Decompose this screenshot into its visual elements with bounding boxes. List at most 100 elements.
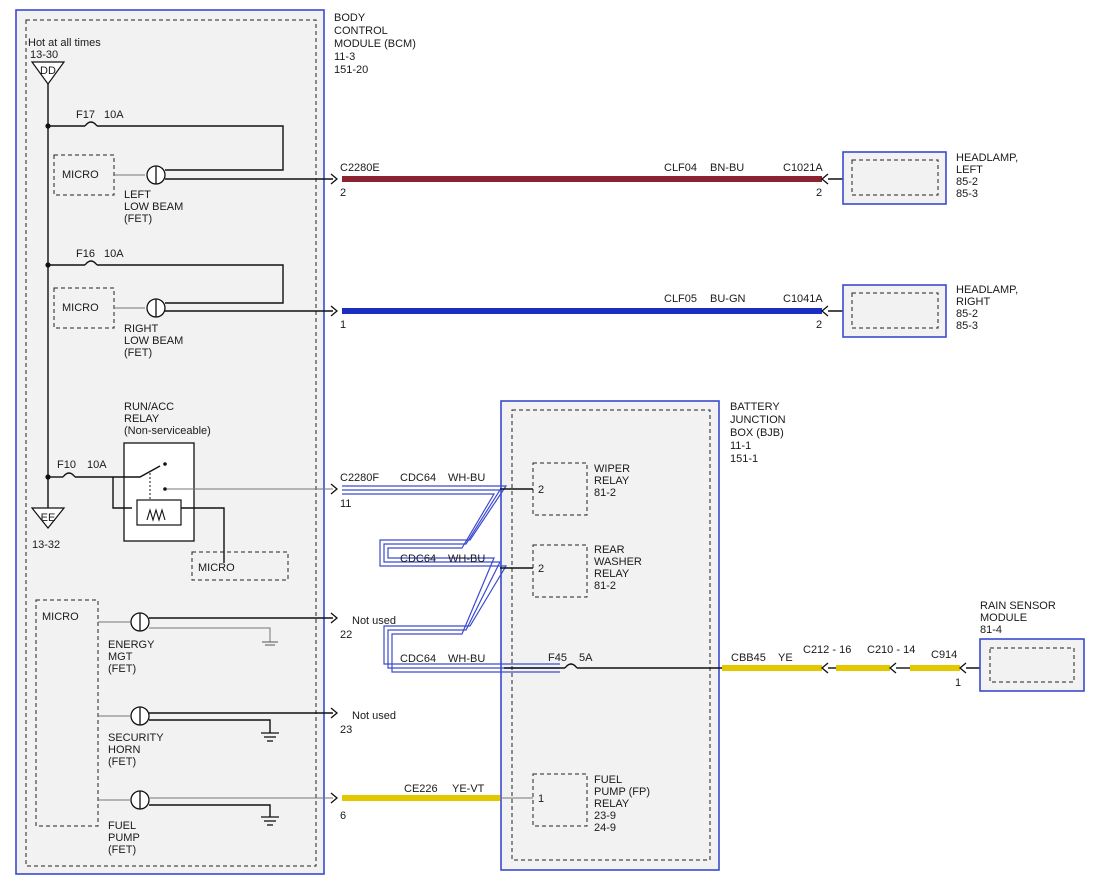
rain-sensor-box <box>979 638 1085 692</box>
circuit-cdc64-color: WH-BU <box>448 472 485 484</box>
bjb-title-4: 11-1 <box>730 440 751 452</box>
f17-loop <box>97 125 284 171</box>
headlamp-right-2: RIGHT <box>956 296 991 308</box>
left-low-beam-1: LEFT <box>124 189 151 201</box>
circuit-clf05-color: BU-GN <box>710 293 746 305</box>
run-acc-relay-box <box>123 442 195 542</box>
connector-arrow-icon <box>330 483 339 495</box>
bcm-title-1: BODY <box>334 12 366 24</box>
rain-sensor-3: 81-4 <box>980 624 1002 636</box>
wiper-relay-3: 81-2 <box>594 487 616 499</box>
rear-washer-4: 81-2 <box>594 580 616 592</box>
pin-runacc: 11 <box>340 498 351 510</box>
fp-relay-2: PUMP (FP) <box>594 786 650 798</box>
pin-hl-right: 2 <box>816 319 822 331</box>
right-low-beam-3: (FET) <box>124 347 152 359</box>
micro-box <box>191 551 289 581</box>
headlamp-right-4: 85-3 <box>956 320 978 332</box>
bjb-title-1: BATTERY <box>730 401 780 413</box>
circuit-cdc64-color: WH-BU <box>448 653 485 665</box>
circuit-cdc64-id: CDC64 <box>400 553 436 565</box>
pin-energy: 22 <box>340 629 352 641</box>
fuse-f45-rating: 5A <box>579 652 593 664</box>
not-used-22: Not used <box>352 615 396 627</box>
circuit-clf05-id: CLF05 <box>664 293 697 305</box>
bcm-title-5: 151-20 <box>334 64 368 76</box>
fuse-f17-rating: 10A <box>104 109 124 121</box>
fuel-pump-fet-1: FUEL <box>108 820 136 832</box>
relay-micro-link <box>181 507 225 563</box>
rear-washer-3: RELAY <box>594 568 630 580</box>
rear-washer-relay-box <box>532 544 588 598</box>
bcm-title-2: CONTROL <box>334 25 388 37</box>
left-low-beam-3: (FET) <box>124 213 152 225</box>
bjb-box <box>500 400 720 871</box>
headlamp-right-3: 85-2 <box>956 308 978 320</box>
security-horn-2: HORN <box>108 744 140 756</box>
hot-label: Hot at all times <box>28 37 101 49</box>
fp-relay-4: 23-9 <box>594 810 616 822</box>
fuse-f10-icon <box>62 472 76 478</box>
fp-relay-1: FUEL <box>594 774 622 786</box>
pin-left-low: 2 <box>340 187 346 199</box>
wire-clf04 <box>342 176 822 182</box>
circuit-clf04-color: BN-BU <box>710 162 744 174</box>
wire-clf05 <box>342 308 822 314</box>
fuse-f17-icon <box>84 121 98 127</box>
connector-c1021a: C1021A <box>783 162 823 174</box>
connector-arrow-icon <box>330 173 339 185</box>
micro-label: MICRO <box>198 562 235 574</box>
bjb-title-2: JUNCTION <box>730 414 786 426</box>
fp-relay-5: 24-9 <box>594 822 616 834</box>
fuse-f16-name: F16 <box>76 248 95 260</box>
headlamp-left-2: LEFT <box>956 164 983 176</box>
fuel-pump-relay-box <box>532 773 588 827</box>
pin-rain-sensor: 1 <box>955 677 961 689</box>
pin-fuel-pump-relay: 1 <box>538 793 544 805</box>
wire-cbb45-seg3 <box>910 665 960 671</box>
connector-arrow-icon <box>820 305 829 317</box>
circuit-cdc64-id: CDC64 <box>400 472 436 484</box>
cdc64-bus <box>342 485 560 673</box>
pin-fuel: 6 <box>340 810 346 822</box>
f16-loop <box>97 264 284 304</box>
circuit-ce226-id: CE226 <box>404 783 438 795</box>
relay-label-1: RUN/ACC <box>124 401 174 413</box>
top-ref: 13-30 <box>30 49 58 61</box>
micro-box <box>35 599 99 827</box>
rear-washer-1: REAR <box>594 544 625 556</box>
circuit-cdc64-id: CDC64 <box>400 653 436 665</box>
bottom-node-label: EE <box>41 512 56 524</box>
fuel-pump-fet-2: PUMP <box>108 832 140 844</box>
connector-c210: C210 - 14 <box>867 644 915 656</box>
pin-right-low: 1 <box>340 319 346 331</box>
pin-hl-left: 2 <box>816 187 822 199</box>
connector-arrow-icon <box>330 707 339 719</box>
fuel-ground <box>149 804 271 817</box>
fuse-f45-icon <box>564 663 578 669</box>
circuit-cdc64-color: WH-BU <box>448 553 485 565</box>
fuse-f10-name: F10 <box>57 459 76 471</box>
circuit-cbb45-color: YE <box>778 652 793 664</box>
micro-label: MICRO <box>62 169 99 181</box>
headlamp-left-inner <box>851 159 939 196</box>
left-low-beam-2: LOW BEAM <box>124 201 183 213</box>
top-node-label: DD <box>40 65 56 77</box>
fuse-f16-rating: 10A <box>104 248 124 260</box>
circuit-cbb45-id: CBB45 <box>731 652 766 664</box>
energy-mgt-2: MGT <box>108 651 133 663</box>
wiper-relay-1: WIPER <box>594 463 630 475</box>
bjb-title-5: 151-1 <box>730 453 758 465</box>
right-low-beam-1: RIGHT <box>124 323 159 335</box>
connector-c914: C914 <box>931 649 957 661</box>
connector-c2280f: C2280F <box>340 472 379 484</box>
connector-c1041a: C1041A <box>783 293 823 305</box>
fuse-f10-rating: 10A <box>87 459 107 471</box>
headlamp-left-3: 85-2 <box>956 176 978 188</box>
wire-ce226 <box>342 795 500 801</box>
energy-mgt-1: ENERGY <box>108 639 155 651</box>
horn-ground <box>149 719 271 733</box>
bjb-title-3: BOX (BJB) <box>730 427 784 439</box>
bjb-inner <box>511 409 711 861</box>
